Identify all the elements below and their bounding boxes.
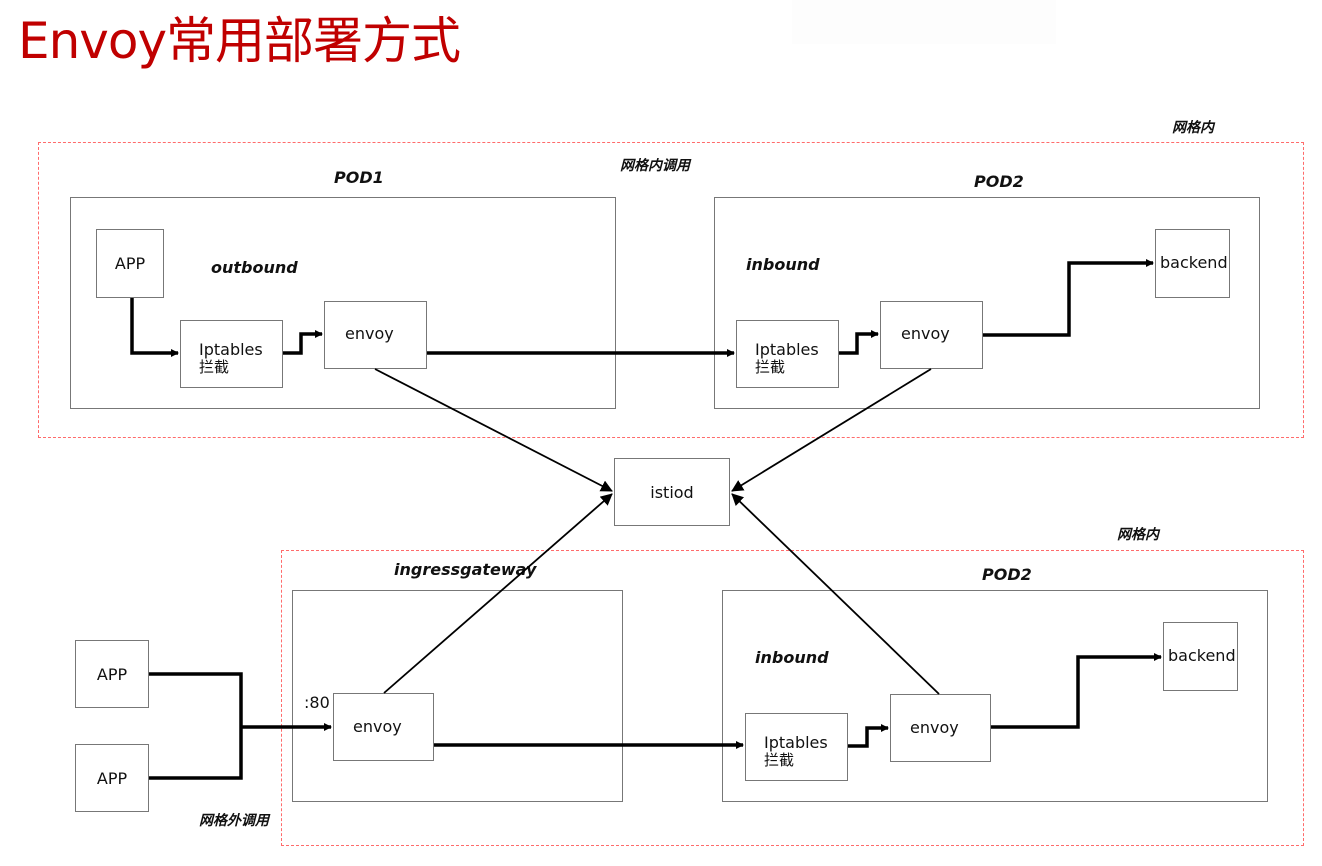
- pod1-app-node[interactable]: APP: [96, 229, 164, 298]
- pod1-title: POD1: [334, 168, 384, 187]
- bottom-pod2-container: [722, 590, 1268, 802]
- bottom-pod2-inbound-label: inbound: [755, 648, 829, 667]
- gateway-port-label: :80: [304, 693, 330, 712]
- arrow-bottom-iptables-to-envoy: [848, 724, 889, 748]
- external-app-node-2[interactable]: APP: [75, 744, 149, 812]
- gateway-title: ingressgateway: [394, 560, 537, 579]
- mesh-zone-top-label: 网格内: [1172, 120, 1214, 136]
- external-app-node-1[interactable]: APP: [75, 640, 149, 708]
- pod2-backend-label: backend: [1160, 253, 1228, 272]
- pod2-iptables-node[interactable]: Iptables 拦截: [736, 320, 839, 388]
- page-title: Envoy常用部署方式: [18, 12, 461, 70]
- bottom-pod2-iptables-label: Iptables: [764, 733, 828, 752]
- pod1-container: [70, 197, 616, 409]
- pod1-iptables-node[interactable]: Iptables 拦截: [180, 320, 283, 388]
- gateway-envoy-label: envoy: [353, 717, 402, 736]
- pod2-title: POD2: [974, 172, 1024, 191]
- arrow-pod2-iptables-to-envoy: [839, 330, 879, 355]
- external-call-label: 网格外调用: [199, 813, 269, 829]
- pod2-envoy-node[interactable]: envoy: [880, 301, 983, 369]
- pod1-outbound-label: outbound: [211, 258, 298, 277]
- arrow-bottom-pod2-envoy-to-istiod: [731, 493, 940, 695]
- mesh-zone-top: [38, 142, 1304, 438]
- gateway-container: [292, 590, 623, 802]
- arrow-external-app1-join: [149, 672, 243, 780]
- pod1-iptables-sub: 拦截: [199, 358, 230, 377]
- istiod-node[interactable]: istiod: [614, 458, 730, 526]
- pod2-envoy-label: envoy: [901, 324, 950, 343]
- arrow-pod1-envoy-to-istiod: [374, 368, 613, 492]
- bottom-pod2-iptables-sub: 拦截: [764, 751, 795, 770]
- pod2-backend-node[interactable]: backend: [1155, 229, 1230, 298]
- pod2-iptables-label: Iptables: [755, 340, 819, 359]
- pod2-inbound-label: inbound: [746, 255, 820, 274]
- pod1-envoy-label: envoy: [345, 324, 394, 343]
- bottom-pod2-iptables-node[interactable]: Iptables 拦截: [745, 713, 848, 781]
- arrow-gateway-envoy-to-istiod: [383, 493, 613, 694]
- watermark-area: [792, 0, 1056, 44]
- mesh-zone-bottom-label: 网格内: [1117, 527, 1159, 543]
- arrow-pod2-envoy-to-istiod: [731, 368, 932, 492]
- gateway-envoy-node[interactable]: envoy: [333, 693, 434, 761]
- arrow-bottom-envoy-to-backend: [991, 653, 1162, 729]
- pod1-iptables-label: Iptables: [199, 340, 263, 359]
- pod1-envoy-node[interactable]: envoy: [324, 301, 427, 369]
- bottom-pod2-backend-node[interactable]: backend: [1163, 622, 1238, 691]
- bottom-pod2-backend-label: backend: [1168, 646, 1236, 665]
- arrow-pod2-envoy-to-backend: [983, 259, 1154, 337]
- bottom-pod2-envoy-node[interactable]: envoy: [890, 694, 991, 762]
- arrow-app-to-iptables: [130, 298, 179, 357]
- mesh-zone-bottom: [281, 550, 1304, 846]
- bottom-pod2-envoy-label: envoy: [910, 718, 959, 737]
- bottom-pod2-title: POD2: [982, 565, 1032, 584]
- arrow-iptables-to-envoy: [283, 330, 323, 355]
- pod2-iptables-sub: 拦截: [755, 358, 786, 377]
- in-mesh-call-label: 网格内调用: [620, 158, 690, 174]
- pod2-container: [714, 197, 1260, 409]
